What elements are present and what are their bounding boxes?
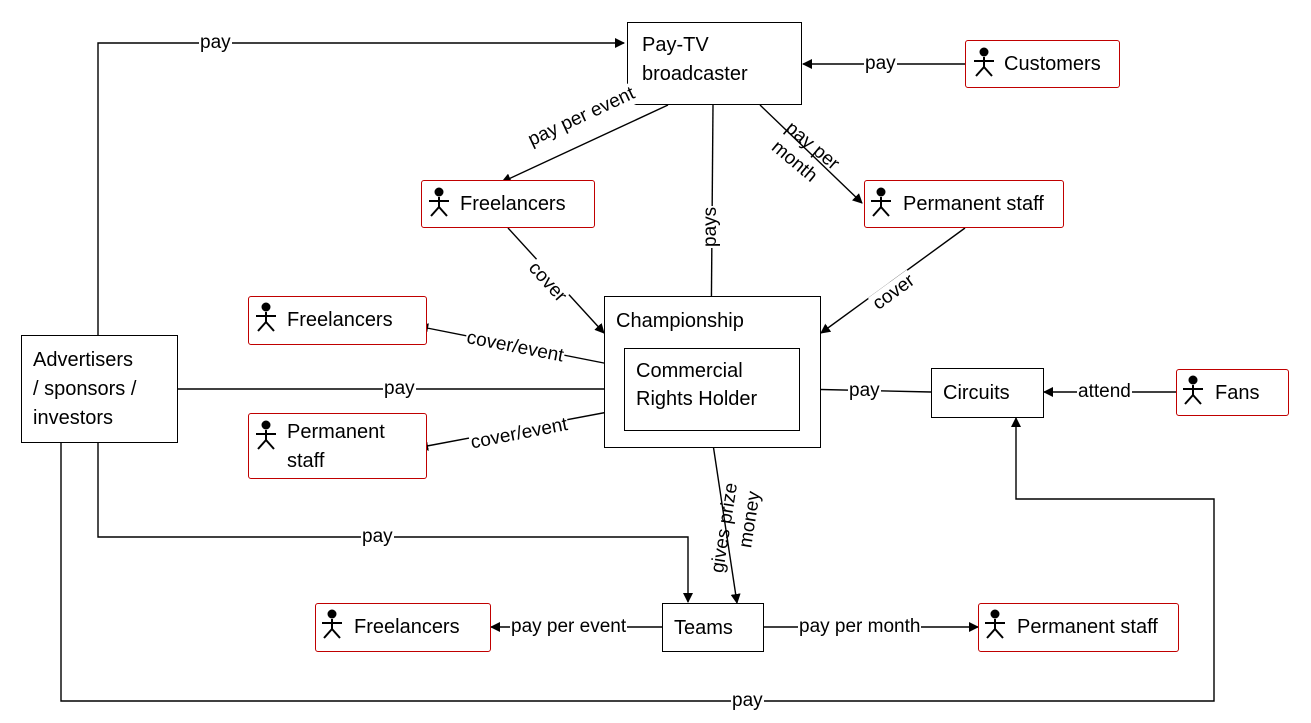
teams-label: Teams [674, 617, 733, 639]
paytv-broadcaster-node: Pay-TV broadcaster [627, 22, 802, 105]
edge-crh-teams [710, 430, 741, 604]
actor-permanent-crh-label-line2: staff [287, 450, 325, 472]
actor-fans: Fans [1176, 369, 1289, 416]
circuits-node: Circuits [931, 368, 1044, 418]
advertisers-label-line3: investors [33, 407, 114, 429]
actor-customers: Customers [965, 40, 1120, 88]
actor-freelancers-teams: Freelancers [315, 603, 491, 652]
commercial-rights-holder-node: Commercial Rights Holder [624, 348, 800, 431]
edge-label-teams-permanent: pay per month [798, 616, 922, 638]
stick-figure-icon [871, 187, 891, 217]
stick-figure-icon [974, 47, 994, 77]
stick-figure-icon [429, 187, 449, 217]
actor-permanent-teams: Permanent staff [978, 603, 1179, 652]
edge-label-adv-teams: pay [361, 526, 394, 548]
championship-label: Championship [616, 310, 744, 332]
teams-node: Teams [662, 603, 764, 652]
edge-label-teams-freelancers: pay per event [510, 616, 628, 638]
advertisers-label-line1: Advertisers [33, 349, 134, 371]
edge-adv-circuits [60, 417, 1215, 702]
crh-label-line1: Commercial [636, 360, 743, 382]
edge-label-adv-crh: pay [383, 378, 416, 400]
stick-figure-icon [985, 609, 1005, 639]
actor-fans-label: Fans [1215, 382, 1260, 404]
actor-freelancers-crh: Freelancers [248, 296, 427, 345]
actor-permanent-crh-label-line1: Permanent [287, 421, 385, 443]
actor-permanent-crh: Permanent staff [248, 413, 427, 479]
edge-label-fans-circuits: attend [1077, 381, 1132, 403]
paytv-label-line2: broadcaster [642, 63, 748, 85]
advertisers-node: Advertisers / sponsors / investors [21, 335, 178, 443]
actor-permanent-teams-label: Permanent staff [1017, 616, 1158, 638]
circuits-label: Circuits [943, 382, 1010, 404]
paytv-label-line1: Pay-TV [642, 34, 709, 56]
advertisers-label-line2: / sponsors / [33, 378, 137, 400]
stick-figure-icon [256, 302, 276, 332]
edge-label-paytv-crh: pays [700, 205, 722, 248]
stick-figure-icon [1183, 375, 1203, 405]
actor-freelancers-tv-label: Freelancers [460, 193, 566, 215]
actor-freelancers-tv: Freelancers [421, 180, 595, 228]
crh-label-line2: Rights Holder [636, 388, 758, 410]
edge-label-circuits-crh: pay [848, 380, 881, 402]
actor-freelancers-teams-label: Freelancers [354, 616, 460, 638]
stick-figure-icon [322, 609, 342, 639]
actor-permanent-tv: Permanent staff [864, 180, 1064, 228]
stick-figure-icon [256, 420, 276, 450]
edge-label-adv-paytv: pay [199, 32, 232, 54]
edge-adv-paytv [97, 38, 625, 336]
actor-permanent-tv-label: Permanent staff [903, 193, 1044, 215]
actor-freelancers-crh-label: Freelancers [287, 309, 393, 331]
edge-label-adv-circuits: pay [731, 690, 764, 712]
edge-paytv-permanent [759, 104, 863, 204]
actor-customers-label: Customers [1004, 53, 1101, 75]
edge-paytv-freelancers [501, 104, 669, 183]
edge-label-customers-paytv: pay [864, 53, 897, 75]
